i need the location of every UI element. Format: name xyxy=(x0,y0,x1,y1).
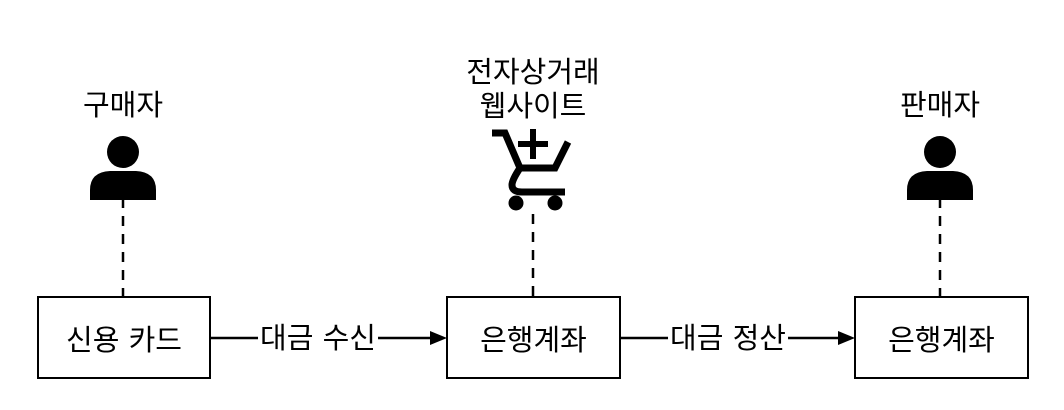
buyer-person-icon xyxy=(90,136,156,200)
arrowhead-1 xyxy=(430,331,447,345)
seller-label: 판매자 xyxy=(899,88,981,122)
cart-plus-icon xyxy=(492,129,572,211)
credit-card-box: 신용 카드 xyxy=(37,296,211,379)
buyer-label: 구매자 xyxy=(82,88,164,122)
seller-person-icon xyxy=(907,136,973,200)
receive-payment-label: 대금 수신 xyxy=(258,321,378,355)
website-label-line2: 웹사이트 xyxy=(479,89,587,123)
credit-card-label: 신용 카드 xyxy=(66,322,182,357)
bank-account-box-2: 은행계좌 xyxy=(854,296,1029,379)
website-label-line1: 전자상거래 xyxy=(466,55,600,89)
arrowhead-2 xyxy=(838,331,855,345)
bank-account-label-2: 은행계좌 xyxy=(888,322,995,357)
bank-account-box-1: 은행계좌 xyxy=(446,296,621,379)
bank-account-label-1: 은행계좌 xyxy=(480,322,587,357)
settle-payment-label: 대금 정산 xyxy=(668,321,788,355)
